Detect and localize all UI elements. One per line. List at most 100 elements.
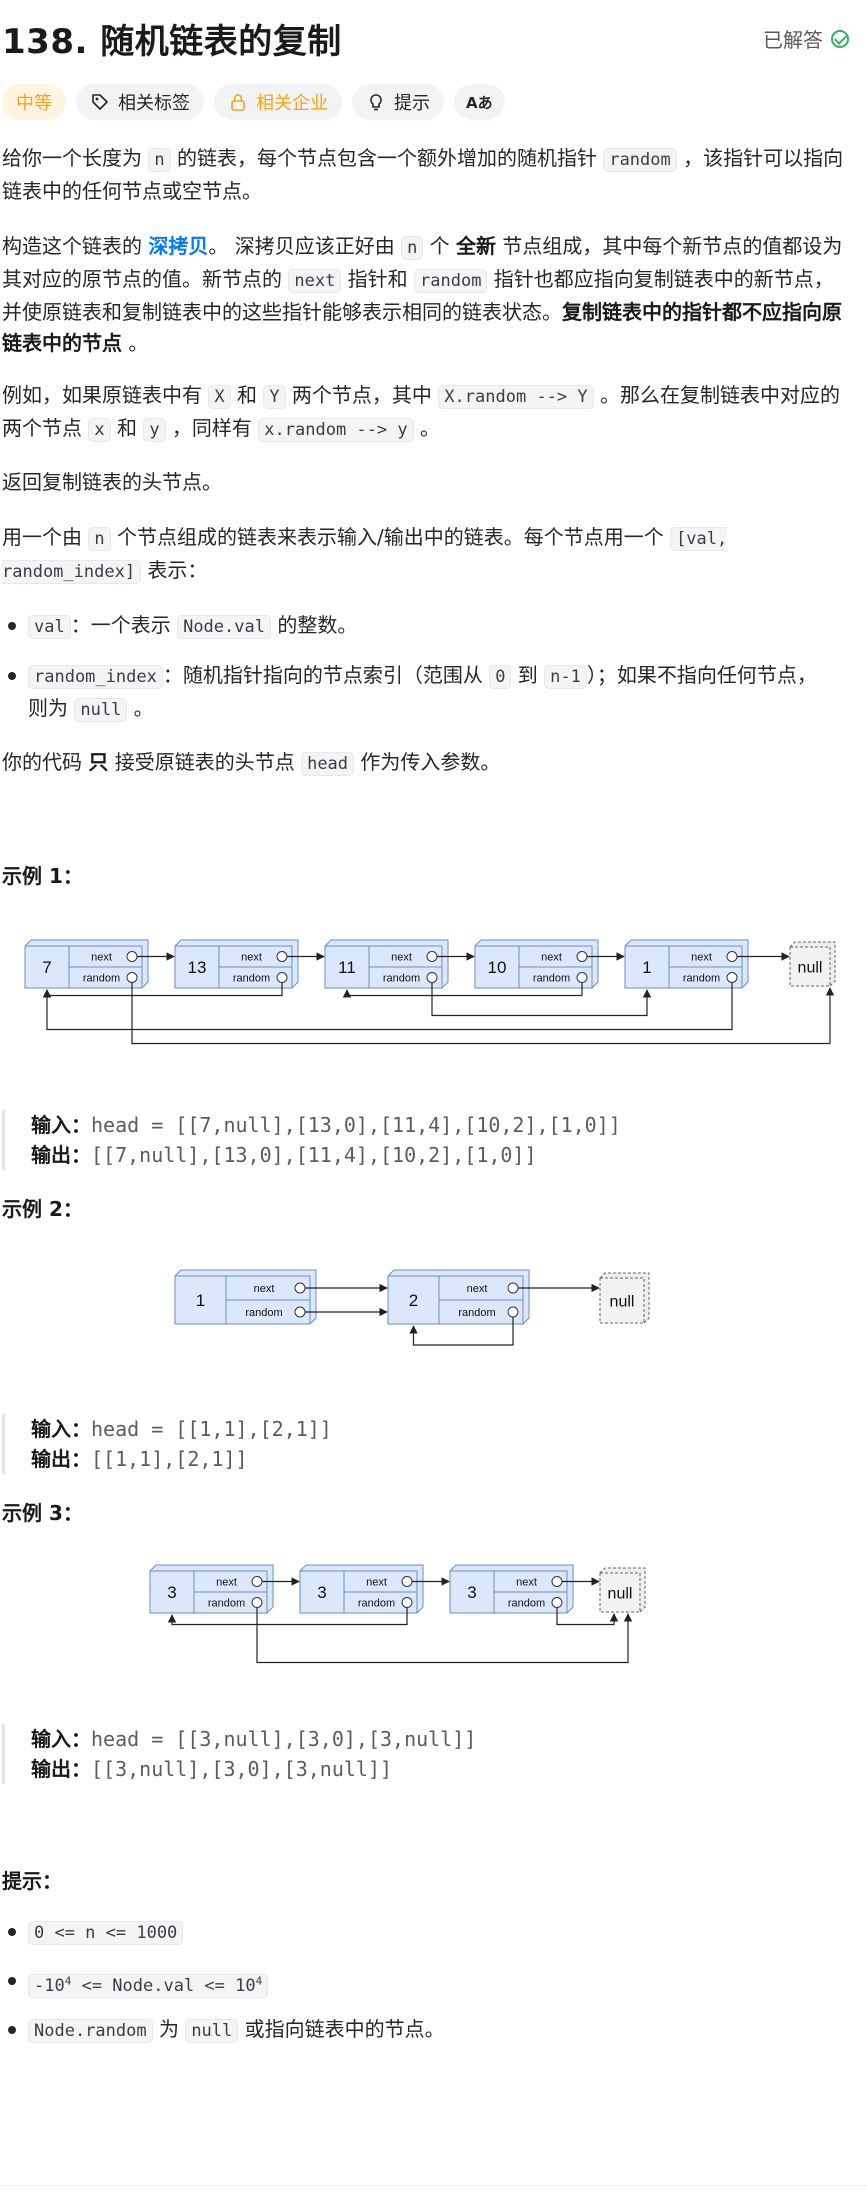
- list-item: random_index：随机指针指向的节点索引（范围从 0 到 n-1）；如果…: [2, 660, 832, 726]
- next-pointer: [294, 1282, 306, 1294]
- node-value: 2: [409, 1291, 418, 1310]
- constraint-item: 0 <= n <= 1000: [2, 1916, 832, 1949]
- next-pointer: [726, 951, 738, 962]
- random-label: random: [683, 973, 720, 985]
- example-3-title: 示例 3：: [2, 1501, 83, 1525]
- inline-code: n: [148, 148, 171, 172]
- description-p6: 你的代码 只 接受原链表的头节点 head 作为传入参数。: [2, 750, 501, 776]
- example-3-io: 输入：head = [[3,null],[3,0],[3,null]] 输出：[…: [2, 1724, 671, 1784]
- example-1-title: 示例 1：: [2, 864, 83, 888]
- next-pointer: [576, 951, 588, 962]
- random-label: random: [533, 973, 570, 985]
- node-value: 1: [642, 958, 651, 977]
- next-label: next: [366, 1577, 387, 1589]
- next-pointer: [551, 1576, 563, 1587]
- pointer-arrow: [409, 1317, 514, 1346]
- random-pointer: [551, 1597, 563, 1608]
- random-label: random: [83, 973, 120, 985]
- pointer-arrow: [131, 982, 835, 1045]
- divider: [0, 2185, 867, 2186]
- description-p4: 返回复制链表的头节点。: [2, 470, 222, 494]
- random-label: random: [233, 973, 270, 985]
- lock-icon: [228, 92, 248, 112]
- random-label: random: [383, 973, 420, 985]
- difficulty-badge[interactable]: 中等: [2, 84, 66, 120]
- example-2-title: 示例 2：: [2, 1197, 83, 1221]
- description-p3: 例如，如果原链表中有 X 和 Y 两个节点，其中 X.random --> Y …: [2, 383, 840, 442]
- check-circle-icon: [831, 29, 849, 48]
- lightbulb-icon: [366, 92, 386, 112]
- next-label: next: [391, 952, 412, 964]
- random-label: random: [208, 1598, 245, 1610]
- next-pointer: [251, 1576, 263, 1587]
- random-pointer: [276, 972, 288, 983]
- random-pointer: [507, 1306, 519, 1318]
- null-label: null: [610, 1294, 635, 1311]
- hint-button[interactable]: 提示: [352, 84, 444, 120]
- null-node: null: [599, 1272, 650, 1324]
- related-tags-button[interactable]: 相关标签: [76, 84, 204, 120]
- description-p1: 给你一个长度为 n 的链表，每个节点包含一个额外增加的随机指针 random ，…: [2, 146, 844, 203]
- node-value: 3: [317, 1583, 326, 1602]
- example-1-diagram: 7 next random 13 next random 11 next random 10 nex…: [24, 939, 836, 1045]
- node-value: 13: [188, 958, 207, 977]
- pointer-arrow: [556, 1607, 619, 1626]
- list-node: 13 next random: [174, 939, 299, 989]
- random-pointer: [401, 1597, 413, 1608]
- list-node: 10 next random: [474, 939, 599, 989]
- related-companies-label: 相关企业: [256, 93, 328, 114]
- node-value: 10: [488, 958, 507, 977]
- next-label: next: [516, 1577, 537, 1589]
- node-value: 3: [167, 1583, 176, 1602]
- random-pointer: [426, 972, 438, 983]
- description-p2: 构造这个链表的 深拷贝。 深拷贝应该正好由 n 个 全新 节点组成，其中每个新节…: [2, 234, 843, 355]
- node-value: 3: [467, 1583, 476, 1602]
- solved-label: 已解答: [763, 28, 823, 52]
- pointer-arrow: [42, 982, 733, 1031]
- related-companies-button[interactable]: 相关企业: [214, 84, 342, 120]
- random-pointer: [726, 972, 738, 983]
- pointer-arrow: [167, 1607, 408, 1626]
- node-value: 11: [338, 958, 356, 977]
- hint-label: 提示: [394, 93, 430, 114]
- next-pointer: [126, 951, 138, 962]
- random-pointer: [251, 1597, 263, 1608]
- pointer-arrow: [342, 982, 583, 998]
- next-label: next: [91, 952, 112, 964]
- next-label: next: [216, 1577, 237, 1589]
- example-1-io: 输入：head = [[7,null],[13,0],[11,4],[10,2]…: [2, 1110, 671, 1170]
- tag-icon: [90, 92, 110, 112]
- null-label: null: [798, 960, 823, 977]
- pointer-arrow: [431, 982, 652, 1017]
- next-label: next: [691, 952, 712, 964]
- next-pointer: [401, 1576, 413, 1587]
- example-2-io: 输入：head = [[1,1],[2,1]] 输出：[[1,1],[2,1]]: [2, 1414, 671, 1474]
- next-label: next: [541, 952, 562, 964]
- list-node: 3 next random: [299, 1564, 424, 1614]
- list-item: val：一个表示 Node.val 的整数。: [2, 610, 832, 643]
- constraint-item: -104 <= Node.val <= 104: [2, 1965, 832, 2002]
- next-label: next: [467, 1283, 488, 1295]
- related-tags-label: 相关标签: [118, 93, 190, 114]
- next-label: next: [241, 952, 262, 964]
- random-label: random: [458, 1307, 495, 1319]
- list-node: 1 next random: [624, 939, 749, 989]
- inline-code: random: [603, 148, 677, 172]
- next-pointer: [276, 951, 288, 962]
- null-node: null: [789, 941, 836, 987]
- pointer-arrow: [256, 1607, 633, 1664]
- node-value: 7: [42, 958, 51, 977]
- random-pointer: [294, 1306, 306, 1318]
- deep-copy-link[interactable]: 深拷贝: [148, 234, 209, 258]
- random-label: random: [358, 1598, 395, 1610]
- description-p5: 用一个由 n 个节点组成的链表来表示输入/输出中的链表。每个节点用一个 [val…: [2, 525, 728, 584]
- difficulty-label: 中等: [16, 93, 52, 114]
- next-pointer: [507, 1282, 519, 1294]
- list-node: 3 next random: [149, 1564, 274, 1614]
- translate-button[interactable]: Aあ: [454, 84, 505, 120]
